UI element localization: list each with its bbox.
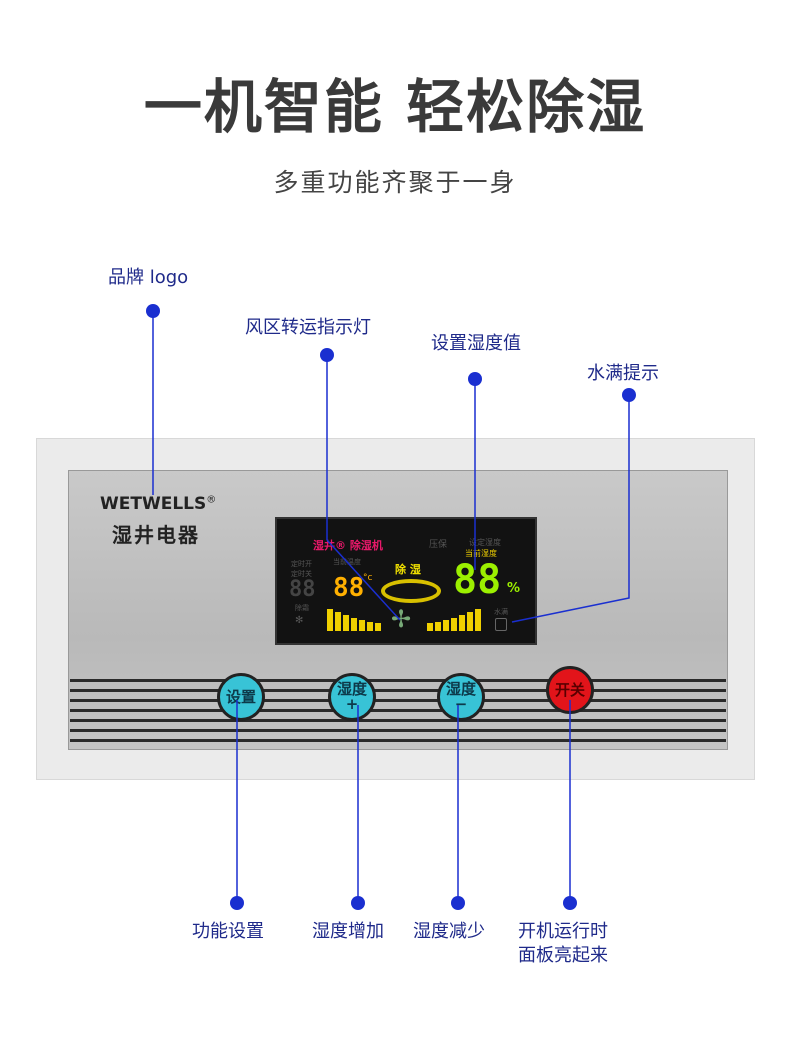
label-power-line1: 开机运行时 xyxy=(518,921,608,942)
grille-line xyxy=(70,699,726,702)
brand-logo: WETWELLS® xyxy=(100,494,216,514)
lcd-temp-unit: °c xyxy=(363,573,373,583)
lcd-model: 湿井® 除湿机 xyxy=(313,539,383,552)
grille-line xyxy=(70,729,726,732)
lcd-percent: % xyxy=(507,581,521,596)
brand-name-cn: 湿井电器 xyxy=(112,523,200,547)
lcd-set-humidity-label: 设定湿度 xyxy=(469,538,501,547)
fan-icon: ✢ xyxy=(391,605,412,633)
humidity-minus-label: 湿度 xyxy=(445,680,476,698)
lcd-current-humidity-label: 当前湿度 xyxy=(465,549,497,558)
page-title: 一机智能 轻松除湿 xyxy=(143,73,647,141)
grille-line xyxy=(70,679,726,682)
label-power-line2: 面板亮起来 xyxy=(518,945,608,966)
setting-button[interactable]: 设置 xyxy=(217,673,265,721)
label-set-humidity: 设置湿度值 xyxy=(431,333,521,354)
label-humidity-down: 湿度减少 xyxy=(413,921,485,942)
right-level-bars xyxy=(427,609,481,631)
lcd-protect: 压保 xyxy=(429,540,448,550)
lcd-water-full: 水满 xyxy=(494,608,508,616)
brand-name: WETWELLS xyxy=(100,494,207,514)
snowflake-icon: ✻ xyxy=(295,615,304,626)
lcd-ring-icon xyxy=(381,579,441,603)
plus-icon: + xyxy=(345,695,359,713)
humidity-plus-button[interactable]: 湿度+ xyxy=(328,673,376,721)
humidity-plus-label: 湿度 xyxy=(336,680,367,698)
label-water-full: 水满提示 xyxy=(587,363,659,384)
registered-mark: ® xyxy=(206,494,217,506)
grille-line xyxy=(70,739,726,742)
lcd-mode: 除 湿 xyxy=(395,563,421,576)
grille-line xyxy=(70,689,726,692)
lcd-timer-on: 定时开 xyxy=(291,560,312,568)
label-fan-indicator: 风区转运指示灯 xyxy=(245,317,371,338)
page-subtitle: 多重功能齐聚于一身 xyxy=(273,168,517,197)
water-tank-icon xyxy=(495,618,507,631)
left-level-bars xyxy=(327,609,381,631)
humidity-minus-button[interactable]: 湿度− xyxy=(437,673,485,721)
lcd-temp-value: 88 xyxy=(333,573,365,603)
lcd-timer-off: 定时关 xyxy=(291,570,312,578)
setting-button-label: 设置 xyxy=(225,687,256,706)
lcd-display: 湿井® 除湿机 压保 设定湿度 当前湿度 定时开 定时关 88 当前温度 88 … xyxy=(275,517,537,645)
label-brand-logo: 品牌 logo xyxy=(108,267,189,288)
lcd-humidity-value: 88 xyxy=(453,557,502,603)
lcd-timer-value: 88 xyxy=(289,577,316,602)
lcd-defrost: 除霜 xyxy=(295,604,309,612)
power-button-label: 开关 xyxy=(554,680,585,699)
grille-line xyxy=(70,719,726,722)
label-function-setting: 功能设置 xyxy=(192,921,264,942)
label-humidity-up: 湿度增加 xyxy=(312,921,384,942)
grille-line xyxy=(70,709,726,712)
